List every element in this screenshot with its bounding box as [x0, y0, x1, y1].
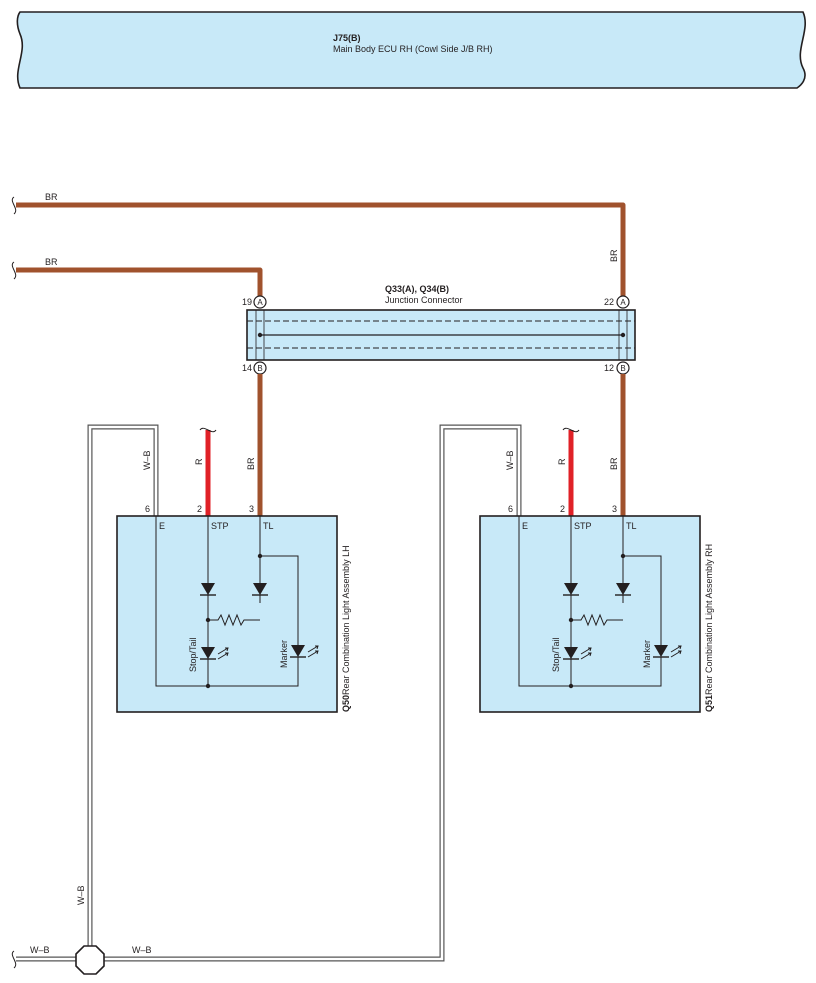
- lamp-box-rh: [479, 515, 701, 713]
- pin-stp-lh: 2: [197, 504, 202, 514]
- lamp-name-rh: Rear Combination Light Assembly RH: [704, 544, 714, 695]
- term-e-lh: E: [159, 521, 165, 531]
- wire-break-second: [11, 261, 17, 280]
- r-wire-break-lh: [199, 427, 217, 433]
- diode-stp-rh: [564, 583, 578, 595]
- wb-label-vertical: W–B: [76, 885, 86, 905]
- wb-label-lh: W–B: [142, 450, 152, 470]
- lamp-box-lh: [116, 515, 338, 713]
- pin-e-lh: 6: [145, 504, 150, 514]
- r-label-lh: R: [194, 458, 204, 465]
- term-tl-rh: TL: [626, 521, 637, 531]
- lamp-assembly-lh: 6 2 3 E STP TL Stop/Tail Marker Q50 Rear…: [116, 504, 351, 713]
- marker-label-rh: Marker: [642, 640, 652, 668]
- lamp-name-lh: Rear Combination Light Assembly LH: [341, 545, 351, 695]
- pin-number-19: 19: [242, 297, 252, 307]
- stop-tail-label-lh: Stop/Tail: [188, 637, 198, 672]
- pin-circle-22: [616, 295, 630, 309]
- r-label-rh: R: [557, 458, 567, 465]
- term-e-rh: E: [522, 521, 528, 531]
- led-stop-tail-rh: [564, 647, 578, 659]
- br-wire-top: [16, 202, 626, 296]
- pin-number-22: 22: [604, 297, 614, 307]
- pin-circle-19: [253, 295, 267, 309]
- junction-name: Junction Connector: [385, 295, 463, 305]
- br-wires: BR BR BR: [11, 192, 626, 296]
- ecu-block: J75(B) Main Body ECU RH (Cowl Side J/B R…: [16, 11, 806, 89]
- marker-label-lh: Marker: [279, 640, 289, 668]
- br-label-rh: BR: [609, 457, 619, 470]
- r-wire-break-rh: [562, 427, 580, 433]
- junction-code: Q33(A), Q34(B): [385, 284, 449, 294]
- br-label-lh: BR: [246, 457, 256, 470]
- led-marker-rh: [654, 645, 668, 657]
- pin-side-b-12: B: [620, 364, 625, 373]
- lamp-code-rh: Q51: [704, 695, 714, 712]
- lamp-assembly-rh: 6 2 3 E STP TL Stop/Tail Marker Q51 Rear…: [479, 504, 714, 713]
- pin-side-b-14: B: [257, 364, 262, 373]
- pin-number-12: 12: [604, 363, 614, 373]
- stop-tail-label-rh: Stop/Tail: [551, 637, 561, 672]
- br-label-right-vertical: BR: [609, 249, 619, 262]
- pin-tl-rh: 3: [612, 504, 617, 514]
- splice-point: [75, 945, 105, 975]
- wb-wire-break: [11, 950, 17, 969]
- junction-connector: Q33(A), Q34(B) Junction Connector A A B …: [242, 284, 636, 375]
- pin-tl-lh: 3: [249, 504, 254, 514]
- wb-label-rh: W–B: [505, 450, 515, 470]
- term-stp-lh: STP: [211, 521, 229, 531]
- wire-break-top: [11, 196, 17, 215]
- diode-stp-lh: [201, 583, 215, 595]
- term-stp-rh: STP: [574, 521, 592, 531]
- led-stop-tail-lh: [201, 647, 215, 659]
- wb-wires: W–B W–B W–B W–B W–B: [11, 424, 522, 975]
- ecu-name: Main Body ECU RH (Cowl Side J/B RH): [333, 44, 493, 54]
- pin-side-a-22: A: [620, 298, 626, 307]
- pin-number-14: 14: [242, 363, 252, 373]
- diode-tl-rh: [616, 583, 630, 595]
- wb-label-left: W–B: [30, 945, 50, 955]
- pin-e-rh: 6: [508, 504, 513, 514]
- ecu-code: J75(B): [333, 33, 361, 43]
- br-wire-second: [16, 267, 263, 296]
- led-marker-lh: [291, 645, 305, 657]
- pin-stp-rh: 2: [560, 504, 565, 514]
- pin-side-a-19: A: [257, 298, 263, 307]
- lamp-code-lh: Q50: [341, 695, 351, 712]
- br-label-second: BR: [45, 257, 58, 267]
- term-tl-lh: TL: [263, 521, 274, 531]
- diode-tl-lh: [253, 583, 267, 595]
- wb-label-bottom: W–B: [132, 945, 152, 955]
- br-label-top: BR: [45, 192, 58, 202]
